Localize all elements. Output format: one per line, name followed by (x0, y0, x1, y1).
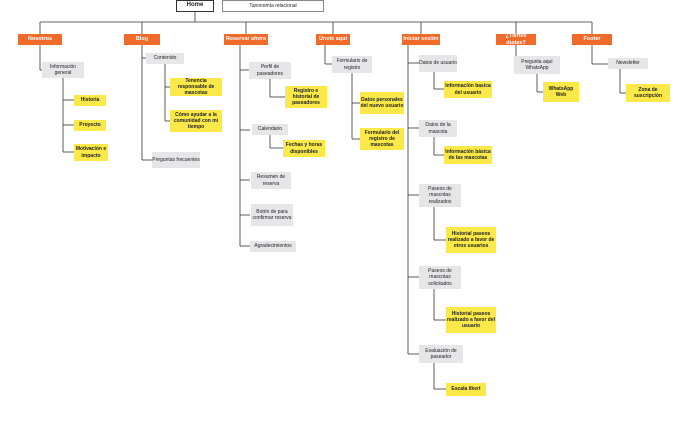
category-tienes-dudas: ¿Tienes dudas? (496, 33, 536, 46)
leaf-info-basica-mascotas: Información básica de las mascotas (444, 146, 492, 164)
leaf-registro-historial: Registro e historial de paseadores (285, 86, 327, 108)
item-formulario-registro: Formulario de registro (332, 56, 372, 73)
category-iniciar-sesion: Iniciar sesión (402, 34, 440, 45)
item-informacion-general: Información general (42, 62, 84, 78)
item-resumen-reserva: Resumen de reserva (251, 172, 291, 189)
category-unete-aqui: Únete aquí (316, 34, 350, 45)
item-perfil-paseadores: Perfil de paseadores (249, 62, 291, 79)
item-boton-confirmar: Botón de para confirmar reserva (251, 204, 293, 226)
leaf-motivacion-impacto: Motivación e impacto (74, 144, 108, 161)
leaf-historia: Historia (74, 95, 106, 106)
item-datos-mascota: Datos de la mascota (419, 120, 457, 137)
leaf-proyecto: Proyecto (74, 120, 106, 131)
item-paseos-solicitados: Paseos de mascotas solicitados (419, 266, 461, 289)
item-datos-usuario: Datos de usuario (419, 55, 457, 72)
category-footer: Footer (572, 34, 612, 45)
leaf-historial-realizado-otros: Historial paseos realizado a favor de ot… (446, 227, 496, 253)
leaf-historial-realizado-usuario: Historial paseos realizado a favor del u… (446, 307, 496, 333)
category-blog: Blog (124, 34, 160, 45)
category-nosotros: Nosotros (18, 34, 62, 45)
leaf-datos-personales: Datos personales del nuevo usuario (360, 92, 404, 114)
leaf-formulario-mascotas: Formulario del registro de mascotas (360, 128, 404, 150)
item-contenido: Contenido (146, 53, 184, 64)
category-reservar-ahora: Reservar ahora (224, 34, 268, 45)
leaf-whatsapp-web: WhatsApp Web (543, 82, 579, 102)
home-node: Home (176, 0, 214, 12)
item-pregunta-whatsapp: Pregunta aquí WhatsApp (514, 56, 560, 74)
leaf-zona-suscripcion: Zona de suscripción (626, 84, 670, 102)
item-paseos-realizados: Paseos de mascotas realizados (419, 184, 461, 207)
leaf-tenencia-responsable: Tenencia responsable de mascotas (170, 78, 222, 96)
item-newsletter: Newsletter (608, 58, 648, 69)
leaf-fechas-horas: Fechas y horas disponibles (283, 140, 325, 157)
leaf-como-ayudar: Cómo ayudar a la comunidad con mi tiempo (170, 110, 222, 132)
leaf-escala-likert: Escala likert (446, 383, 486, 396)
item-agradecimientos: Agradecimientos (250, 241, 296, 252)
item-evaluacion-paseador: Evaluación de paseador (419, 345, 463, 363)
item-calendario: Calendario (252, 124, 288, 135)
diagram-title: Taxonomía relacional (222, 0, 324, 12)
leaf-info-basica-usuario: Información basica del usuario (444, 81, 492, 98)
item-preguntas-frecuentes: Preguntas frecuentes (152, 152, 200, 168)
